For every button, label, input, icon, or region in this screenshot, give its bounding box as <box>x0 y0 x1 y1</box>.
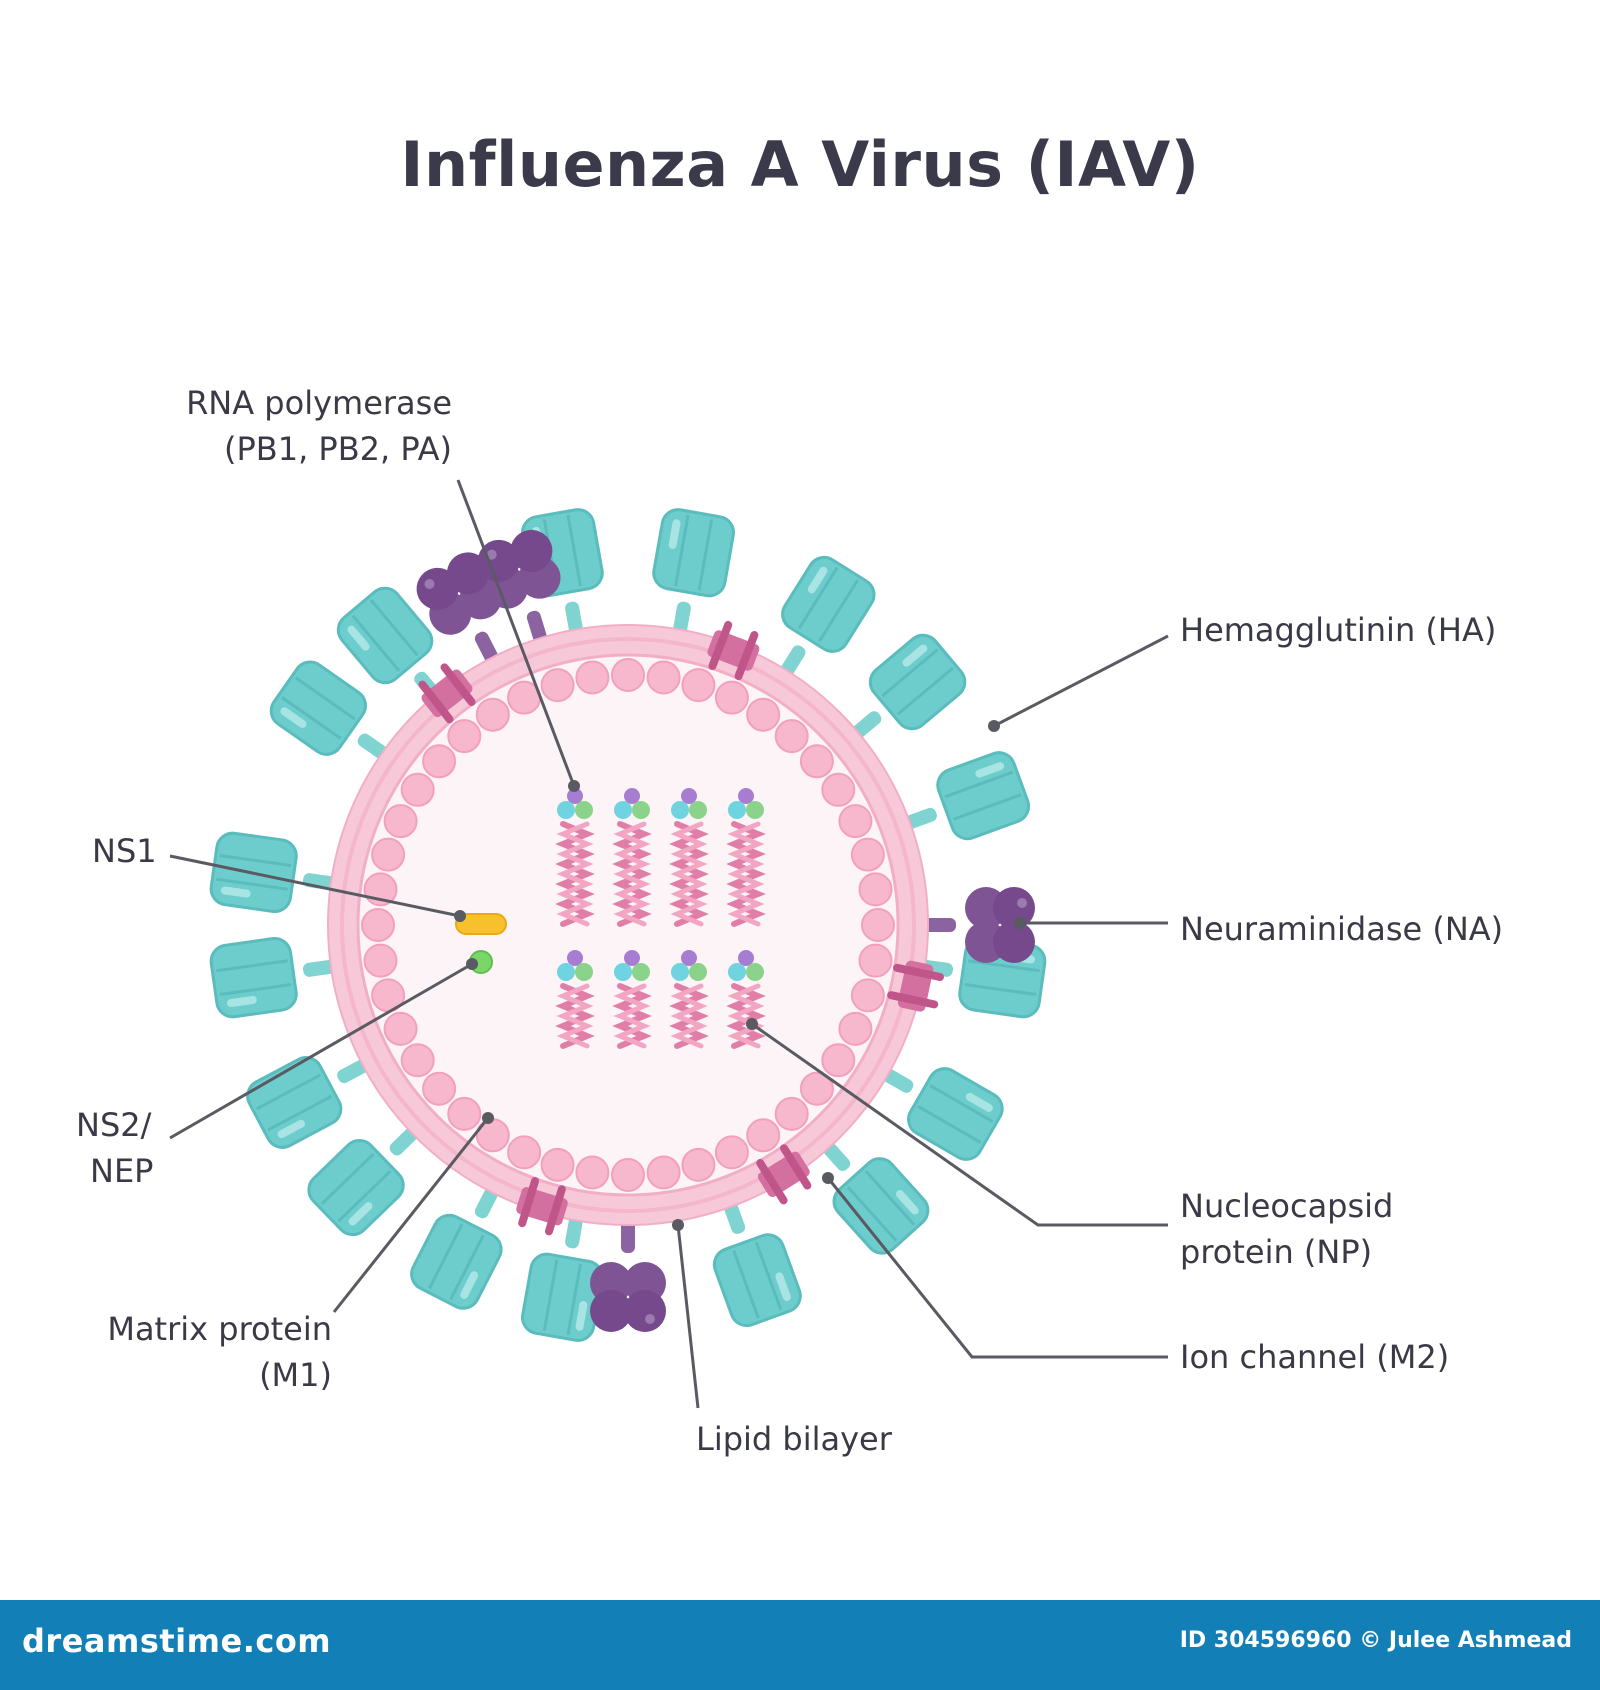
matrix-protein-bead <box>447 719 482 754</box>
matrix-protein-ring <box>361 658 895 1192</box>
matrix-protein-bead <box>475 697 510 732</box>
leader-lines <box>169 479 1169 1409</box>
label-matrix-line1: Matrix protein <box>107 1310 332 1348</box>
footer-credit: ID 304596960 © Julee Ashmead <box>1179 1628 1572 1653</box>
matrix-protein-bead <box>861 908 895 942</box>
matrix-protein-bead <box>746 697 781 732</box>
matrix-protein-bead <box>422 1071 457 1106</box>
matrix-protein-bead <box>850 978 885 1013</box>
matrix-protein-bead <box>363 943 398 978</box>
matrix-protein-bead <box>746 1118 781 1153</box>
label-nucleocapsid-line2: protein (NP) <box>1180 1233 1373 1271</box>
label-rna-polymerase-line1: RNA polymerase <box>186 384 452 422</box>
ns1-protein <box>455 913 507 935</box>
matrix-protein-bead <box>540 668 575 703</box>
label-hemagglutinin: Hemagglutinin (HA) <box>1180 611 1497 649</box>
virion-interior <box>356 653 900 1197</box>
label-neuraminidase: Neuraminidase (NA) <box>1180 910 1504 948</box>
label-rna-polymerase: RNA polymerase (PB1, PB2, PA) <box>140 380 452 472</box>
matrix-protein-bead <box>821 772 856 807</box>
virus-diagram <box>169 479 1169 1409</box>
matrix-protein-bead <box>838 804 873 839</box>
label-matrix-line2: (M1) <box>259 1356 332 1394</box>
matrix-protein-bead <box>681 1147 716 1182</box>
label-nucleocapsid: Nucleocapsid protein (NP) <box>1180 1183 1393 1275</box>
matrix-protein-bead <box>575 660 610 695</box>
matrix-protein-bead <box>575 1155 610 1190</box>
matrix-protein-bead <box>422 744 457 779</box>
matrix-protein-bead <box>714 680 749 715</box>
matrix-protein-bead <box>799 1071 834 1106</box>
matrix-protein-bead <box>540 1147 575 1182</box>
label-lipid-bilayer: Lipid bilayer <box>696 1420 892 1458</box>
diagram-title: Influenza A Virus (IAV) <box>400 128 1200 201</box>
label-ns2-nep: NS2/ NEP <box>76 1102 153 1194</box>
matrix-protein-bead <box>646 1155 681 1190</box>
label-ns2-line2: NEP <box>90 1152 154 1190</box>
matrix-protein-bead <box>799 744 834 779</box>
footer-brand-link[interactable]: dreamstime.com <box>22 1622 332 1660</box>
matrix-protein-bead <box>821 1043 856 1078</box>
label-ns2-line1: NS2/ <box>76 1106 152 1144</box>
matrix-protein-bead <box>838 1011 873 1046</box>
label-ns1: NS1 <box>92 832 157 870</box>
label-nucleocapsid-line1: Nucleocapsid <box>1180 1187 1394 1225</box>
matrix-protein-bead <box>400 1043 435 1078</box>
matrix-protein-bead <box>858 943 893 978</box>
matrix-protein-bead <box>371 837 406 872</box>
matrix-protein-bead <box>611 658 645 692</box>
matrix-protein-bead <box>400 772 435 807</box>
matrix-protein-bead <box>774 1096 809 1131</box>
matrix-protein-bead <box>383 804 418 839</box>
matrix-protein-bead <box>507 1135 542 1170</box>
matrix-protein-bead <box>383 1011 418 1046</box>
label-matrix-protein: Matrix protein (M1) <box>60 1306 332 1398</box>
matrix-protein-bead <box>774 719 809 754</box>
matrix-protein-bead <box>447 1096 482 1131</box>
matrix-protein-bead <box>611 1158 645 1192</box>
matrix-protein-bead <box>714 1135 749 1170</box>
matrix-protein-bead <box>858 872 893 907</box>
matrix-protein-bead <box>646 660 681 695</box>
label-ion-channel: Ion channel (M2) <box>1180 1338 1450 1376</box>
matrix-protein-bead <box>850 837 885 872</box>
matrix-protein-bead <box>361 908 395 942</box>
matrix-protein-bead <box>681 668 716 703</box>
label-rna-polymerase-line2: (PB1, PB2, PA) <box>223 430 452 468</box>
footer-bar: dreamstime.com ID 304596960 © Julee Ashm… <box>0 1600 1600 1690</box>
